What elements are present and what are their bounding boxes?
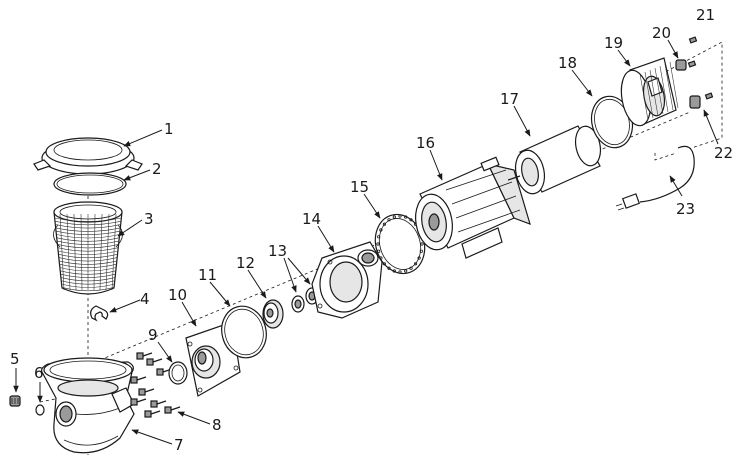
svg-text:3: 3 [144, 210, 154, 228]
strainer-basket [53, 201, 123, 295]
callout-18: 18 [558, 54, 593, 97]
callout-20: 20 [652, 24, 679, 59]
basket-clip [90, 305, 109, 322]
callout-17: 17 [500, 90, 531, 137]
callout-3: 3 [117, 210, 154, 237]
svg-text:19: 19 [604, 34, 623, 52]
callout-7: 7 [131, 429, 184, 454]
svg-text:5: 5 [10, 350, 20, 368]
svg-text:15: 15 [350, 178, 369, 196]
svg-text:13: 13 [268, 242, 287, 260]
svg-text:12: 12 [236, 254, 255, 272]
callout-19: 19 [604, 34, 631, 67]
svg-text:4: 4 [140, 290, 150, 308]
power-cord [615, 145, 695, 211]
callout-23: 23 [669, 175, 695, 218]
callout-9: 9 [148, 326, 173, 363]
motor-housing [415, 156, 531, 259]
housing-o-ring [221, 305, 267, 359]
callout-21: 21 [696, 6, 715, 24]
drain-plug-o-ring [35, 404, 45, 416]
svg-text:9: 9 [148, 326, 158, 344]
motor-stator [507, 125, 602, 195]
svg-text:10: 10 [168, 286, 187, 304]
callout-22: 22 [703, 109, 733, 162]
callout-12: 12 [236, 254, 267, 299]
callout-15: 15 [350, 178, 381, 219]
svg-text:1: 1 [164, 120, 174, 138]
svg-text:23: 23 [676, 200, 695, 218]
rear-end-cap [620, 57, 679, 127]
callout-6: 6 [34, 364, 44, 403]
callout-5: 5 [10, 350, 20, 393]
svg-text:11: 11 [198, 266, 217, 284]
callout-16: 16 [416, 134, 443, 181]
svg-text:8: 8 [212, 416, 222, 434]
callouts: 1 2 3 4 5 6 7 8 [10, 6, 733, 454]
strain-relief [689, 95, 701, 109]
callout-8: 8 [177, 411, 222, 434]
cover-screws [687, 36, 714, 100]
svg-text:6: 6 [34, 364, 44, 382]
svg-text:16: 16 [416, 134, 435, 152]
callout-10: 10 [168, 286, 197, 327]
impeller [262, 299, 284, 329]
lid-o-ring [53, 172, 127, 196]
svg-text:22: 22 [714, 144, 733, 162]
callout-4: 4 [109, 290, 150, 313]
svg-text:18: 18 [558, 54, 577, 72]
svg-text:14: 14 [302, 210, 321, 228]
seal-plate-o-ring [168, 361, 188, 385]
svg-text:21: 21 [696, 6, 715, 24]
svg-text:20: 20 [652, 24, 671, 42]
capacitor-switch [675, 59, 687, 71]
svg-text:7: 7 [174, 436, 184, 454]
svg-text:17: 17 [500, 90, 519, 108]
callout-14: 14 [302, 210, 335, 253]
callout-13: 13 [268, 242, 311, 293]
pump-strainer-housing [41, 357, 135, 454]
callout-11: 11 [198, 266, 231, 307]
callout-1: 1 [123, 120, 174, 147]
strainer-lid [33, 137, 143, 175]
drain-plug [9, 395, 21, 407]
callout-2: 2 [123, 160, 162, 181]
volute-bracket [311, 241, 383, 319]
end-bell-o-ring [590, 95, 634, 149]
svg-text:2: 2 [152, 160, 162, 178]
housing-bolts [130, 352, 181, 418]
